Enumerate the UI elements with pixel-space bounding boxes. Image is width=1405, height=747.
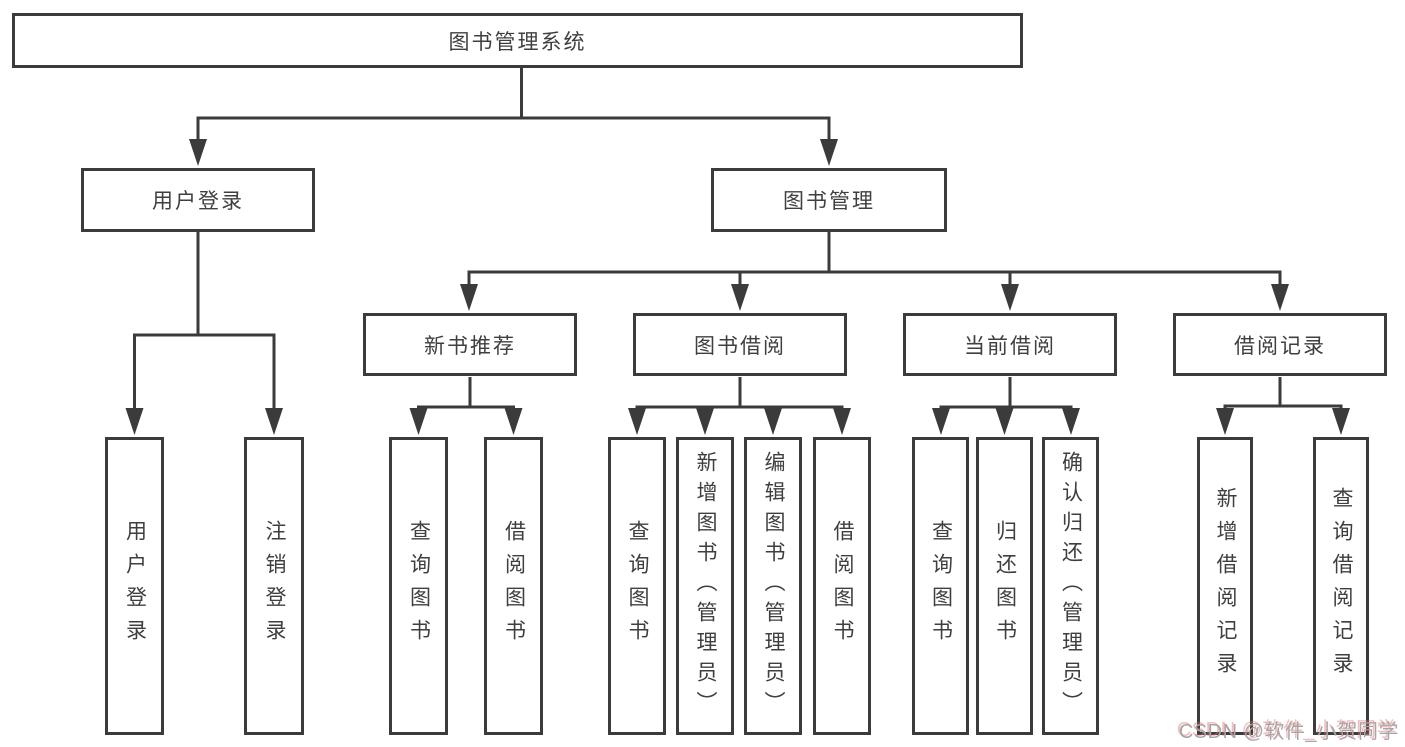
leaf-borrow-add-admin: 新增图书（管理员） xyxy=(676,437,734,735)
leaf-records-query-label: 查询借阅记录 xyxy=(1330,487,1353,685)
node-root-system-label: 图书管理系统 xyxy=(448,30,587,54)
leaf-current-return-label: 归还图书 xyxy=(993,520,1017,652)
leaf-newbooks-borrow-label: 借阅图书 xyxy=(502,520,526,652)
leaf-borrow-book: 借阅图书 xyxy=(813,437,871,735)
leaf-current-query: 查询图书 xyxy=(912,437,969,735)
leaf-current-confirm-admin-label: 确认归还（管理员） xyxy=(1059,451,1083,721)
leaf-current-confirm-admin: 确认归还（管理员） xyxy=(1042,437,1099,735)
node-new-book-recommend-label: 新书推荐 xyxy=(424,334,516,358)
node-book-management: 图书管理 xyxy=(711,168,947,232)
leaf-logout-label: 注销登录 xyxy=(263,520,286,652)
node-user-login-label: 用户登录 xyxy=(152,190,244,213)
leaf-borrow-query: 查询图书 xyxy=(608,437,666,735)
leaf-borrow-edit-admin-label: 编辑图书（管理员） xyxy=(762,451,785,721)
leaf-user-login-label: 用户登录 xyxy=(123,520,147,652)
watermark: CSDN @软件_小贺同学 xyxy=(1178,721,1399,743)
leaf-newbooks-query-label: 查询图书 xyxy=(407,520,431,652)
node-current-borrow: 当前借阅 xyxy=(903,313,1117,376)
node-book-management-label: 图书管理 xyxy=(783,190,875,213)
node-current-borrow-label: 当前借阅 xyxy=(964,334,1056,358)
leaf-user-login: 用户登录 xyxy=(105,437,164,735)
leaf-borrow-edit-admin: 编辑图书（管理员） xyxy=(744,437,802,735)
leaf-borrow-add-admin-label: 新增图书（管理员） xyxy=(694,451,717,721)
leaf-newbooks-query: 查询图书 xyxy=(389,437,448,735)
leaf-records-add-label: 新增借阅记录 xyxy=(1214,487,1237,685)
node-new-book-recommend: 新书推荐 xyxy=(363,313,577,376)
node-book-borrow-label: 图书借阅 xyxy=(694,334,786,358)
node-root-system: 图书管理系统 xyxy=(12,13,1023,68)
node-borrow-records: 借阅记录 xyxy=(1173,313,1387,376)
leaf-newbooks-borrow: 借阅图书 xyxy=(484,437,543,735)
leaf-logout: 注销登录 xyxy=(244,437,304,735)
leaf-current-query-label: 查询图书 xyxy=(929,520,953,652)
leaf-borrow-book-label: 借阅图书 xyxy=(831,520,854,652)
node-user-login: 用户登录 xyxy=(81,168,315,232)
leaf-records-query: 查询借阅记录 xyxy=(1313,437,1369,735)
node-borrow-records-label: 借阅记录 xyxy=(1234,334,1326,358)
leaf-borrow-query-label: 查询图书 xyxy=(626,520,649,652)
node-book-borrow: 图书借阅 xyxy=(633,313,847,376)
leaf-current-return: 归还图书 xyxy=(976,437,1033,735)
leaf-records-add: 新增借阅记录 xyxy=(1197,437,1253,735)
